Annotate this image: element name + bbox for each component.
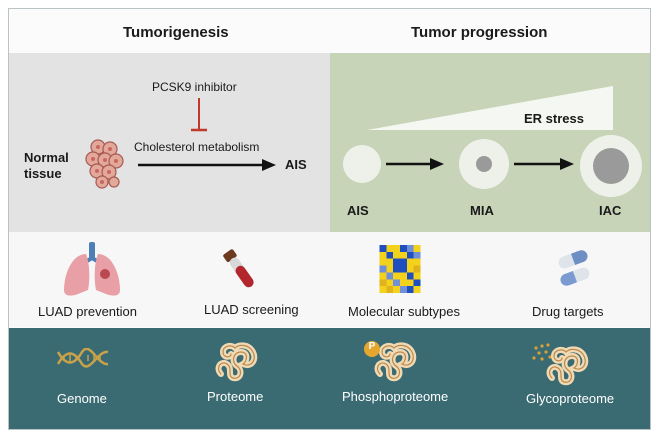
stage-label-mia: MIA: [470, 203, 494, 218]
heatmap-cell: [393, 286, 400, 293]
protein-icon: [215, 342, 258, 382]
tumorigenesis-panel: [9, 53, 330, 232]
ais-cell-icon: [343, 145, 381, 183]
heatmap-cell: [379, 286, 387, 293]
heatmap-cell: [386, 286, 394, 293]
heatmap-cell: [406, 265, 414, 273]
heatmap-cell: [386, 265, 394, 273]
heatmap-cell: [379, 279, 387, 287]
tumor-progression-header: Tumor progression: [411, 24, 548, 41]
omics-label-genome: Genome: [57, 391, 107, 406]
heatmap-cell: [393, 279, 400, 287]
heatmap-cell: [413, 265, 421, 273]
heatmap-cell: [386, 245, 394, 252]
application-label-molecular-subtypes: Molecular subtypes: [348, 304, 460, 319]
heatmap-cell: [393, 258, 400, 266]
tumorigenesis-arrow: [138, 159, 276, 171]
heatmap-cell: [413, 286, 421, 293]
heatmap-cell: [400, 258, 407, 266]
progression-stages: [343, 135, 642, 197]
omics-label-proteome: Proteome: [207, 389, 264, 404]
heatmap-cell: [379, 245, 387, 252]
heatmap-cell: [406, 286, 414, 293]
omics-label-phosphoproteome: Phosphoproteome: [342, 389, 449, 404]
dna-icon: [56, 348, 109, 368]
heatmap-cell: [379, 265, 387, 273]
heatmap-cell: [413, 279, 421, 287]
lungs-icon: [64, 242, 120, 296]
phosphoprotein-icon: [364, 341, 417, 382]
heatmap-cell: [400, 286, 407, 293]
heatmap-cell: [406, 251, 414, 259]
inhibition-bar-icon: [191, 98, 207, 132]
phospho-badge: P: [368, 341, 376, 352]
heatmap-cell: [386, 251, 394, 259]
heatmap-cell: [393, 265, 400, 273]
heatmap-cell: [400, 245, 407, 252]
heatmap-cell: [400, 272, 407, 280]
heatmap-cell: [379, 251, 387, 259]
omics-label-glycoproteome: Glycoproteome: [526, 391, 615, 406]
er-stress-wedge: [367, 86, 613, 130]
heatmap-cell: [386, 279, 394, 287]
stage-label-iac: IAC: [599, 203, 622, 218]
cholesterol-metabolism-label: Cholesterol metabolism: [134, 140, 260, 154]
heatmap-cell: [406, 258, 414, 266]
normal-tissue-label: Normal tissue: [24, 150, 69, 181]
tumorigenesis-header: Tumorigenesis: [123, 24, 229, 41]
heatmap-cell: [400, 251, 407, 259]
heatmap-cell: [406, 272, 414, 280]
omics-band: [9, 328, 650, 429]
heatmap-cell: [400, 265, 407, 273]
application-label-drug-targets: Drug targets: [532, 304, 604, 319]
heatmap-cell: [379, 272, 387, 280]
application-label-luad-prevention: LUAD prevention: [38, 304, 137, 319]
pcsk9-inhibitor-label: PCSK9 inhibitor: [152, 80, 237, 94]
heatmap-cell: [413, 251, 421, 259]
heatmap-cell: [406, 245, 414, 252]
heatmap-cell: [400, 279, 407, 287]
capsules-icon: [558, 250, 590, 286]
er-stress-label: ER stress: [524, 111, 584, 126]
heatmap-cell: [386, 258, 394, 266]
blood-tube-icon: [223, 249, 254, 288]
heatmap-icon: [379, 245, 421, 293]
ais-outcome-label: AIS: [285, 157, 307, 172]
heatmap-cell: [393, 251, 400, 259]
heatmap-cell: [393, 245, 400, 252]
heatmap-cell: [393, 272, 400, 280]
heatmap-cell: [413, 258, 421, 266]
heatmap-cell: [413, 245, 421, 252]
tissue-cluster-icon: [85, 139, 124, 189]
heatmap-cell: [406, 279, 414, 287]
application-label-luad-screening: LUAD screening: [204, 302, 299, 317]
heatmap-cell: [379, 258, 387, 266]
stage-label-ais: AIS: [347, 203, 369, 218]
glycoprotein-icon: [532, 343, 589, 386]
heatmap-cell: [386, 272, 394, 280]
heatmap-cell: [413, 272, 421, 280]
